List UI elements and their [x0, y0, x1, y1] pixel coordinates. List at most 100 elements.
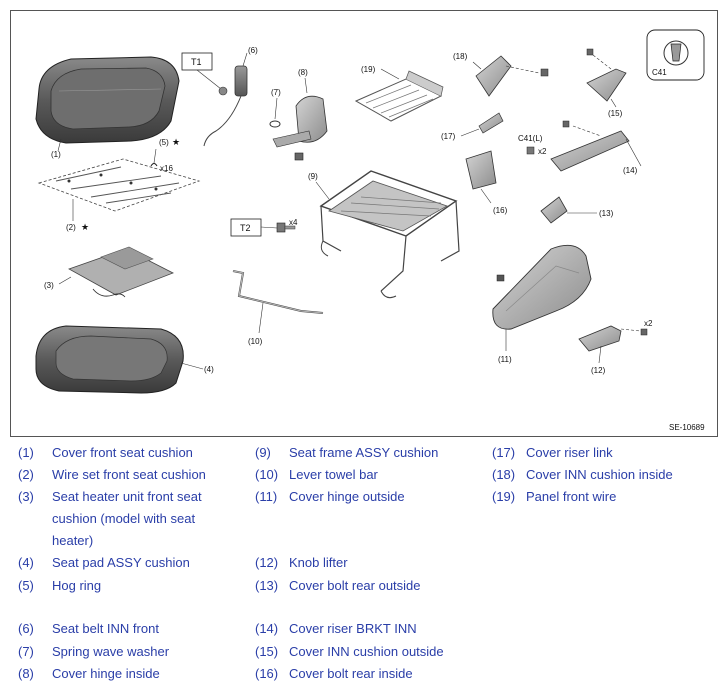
- cover-riser-brkt-inn: [550, 130, 630, 172]
- legend-item-text: Cover bolt rear inside: [289, 666, 413, 681]
- legend-item-text: Cover bolt rear outside: [289, 578, 421, 593]
- seat-frame: [319, 170, 460, 299]
- callout-2: (2): [66, 223, 76, 232]
- seat-pad: [35, 325, 184, 394]
- legend-item-text: Knob lifter: [289, 555, 348, 570]
- screw-icon: [562, 120, 570, 128]
- legend-item-text: Cover hinge outside: [289, 489, 405, 504]
- legend-item-number: (4): [18, 555, 34, 570]
- legend-item-number: (18): [492, 467, 516, 482]
- qty-knob-screw: x2: [644, 319, 653, 328]
- callout-14: (14): [623, 166, 638, 175]
- legend-item-number: (9): [255, 445, 271, 460]
- seat-belt-inner: [203, 65, 248, 147]
- cover-hinge-outside: [492, 244, 592, 330]
- clip-c41-label: C41: [652, 68, 667, 77]
- legend-item-text: Wire set front seat cushion: [52, 467, 206, 482]
- washer-icon: [269, 120, 281, 128]
- clip-icon: [526, 146, 535, 155]
- torque-t2-box: [230, 218, 262, 237]
- parts-legend: (1) Cover front seat cushion (2) Wire set f…: [0, 442, 727, 690]
- qty-clip: x2: [538, 147, 547, 156]
- legend-item-text: Cover INN cushion outside: [289, 644, 444, 659]
- exploded-parts-diagram: (1) (2) ★ (5) ★ x16 (3) (4) T1 (6) (7): [10, 10, 718, 437]
- callout-8: (8): [298, 68, 308, 77]
- legend-item-number: (15): [255, 644, 279, 659]
- callout-10: (10): [248, 337, 263, 346]
- callout-18: (18): [453, 52, 468, 61]
- legend-item-number: (6): [18, 621, 34, 636]
- callout-6: (6): [248, 46, 258, 55]
- legend-item-number: (19): [492, 489, 516, 504]
- screw-icon: [640, 328, 648, 336]
- legend-item-number: (16): [255, 666, 279, 681]
- star-mark-5: ★: [172, 137, 180, 147]
- legend-item-text: Lever towel bar: [289, 467, 378, 482]
- qty-t2-bolts: x4: [289, 218, 298, 227]
- legend-item-text: Seat pad ASSY cushion: [52, 555, 190, 570]
- lever-towel-bar: [232, 270, 324, 314]
- legend-item-number: (2): [18, 467, 34, 482]
- cover-hinge-inside: [272, 95, 328, 148]
- cover-inn-cushion-inside: [475, 55, 512, 97]
- callout-7: (7): [271, 88, 281, 97]
- legend-item-text: Cover riser BRKT INN: [289, 621, 417, 636]
- cover-inn-cushion-outside: [586, 68, 627, 102]
- legend-item-number: (12): [255, 555, 279, 570]
- legend-item-text: Cover INN cushion inside: [526, 467, 673, 482]
- legend-item-text: Panel front wire: [526, 489, 617, 504]
- seat-cushion-cover: [35, 56, 180, 144]
- callout-15: (15): [608, 109, 623, 118]
- torque-t1-label: T1: [191, 57, 202, 67]
- screw-icon: [540, 68, 549, 77]
- legend-item-number: (5): [18, 578, 34, 593]
- callout-19: (19): [361, 65, 376, 74]
- callout-9: (9): [308, 172, 318, 181]
- cover-bolt-rear-inside: [465, 150, 497, 190]
- knob-lifter: [578, 325, 622, 352]
- callout-13: (13): [599, 209, 614, 218]
- legend-item-text: Cover riser link: [526, 445, 613, 460]
- legend-item-number: (14): [255, 621, 279, 636]
- legend-item-number: (17): [492, 445, 516, 460]
- callout-16: (16): [493, 206, 508, 215]
- legend-item-number: (11): [255, 489, 278, 504]
- panel-front-wire: [354, 70, 444, 122]
- bolt-t2-icon: [276, 222, 296, 233]
- legend-item-number: (1): [18, 445, 34, 460]
- legend-item-number: (10): [255, 467, 279, 482]
- hog-ring-icon: [150, 163, 158, 167]
- legend-item-text: Cover hinge inside: [52, 666, 160, 681]
- legend-item-text: Hog ring: [52, 578, 102, 593]
- star-mark-2: ★: [81, 222, 89, 232]
- callout-11: (11): [498, 355, 512, 364]
- legend-item-text: Seat belt INN front: [52, 621, 159, 636]
- screw-icon: [586, 48, 594, 56]
- torque-t2-label: T2: [240, 223, 251, 233]
- callout-12: (12): [591, 366, 606, 375]
- legend-item-text: Seat heater unit front seat cushion (mod…: [52, 489, 202, 548]
- callout-3: (3): [44, 281, 54, 290]
- callout-17: (17): [441, 132, 456, 141]
- diagram-drawing: (1) (2) ★ (5) ★ x16 (3) (4) T1 (6) (7): [35, 29, 705, 432]
- legend-item-text: Cover front seat cushion: [52, 445, 193, 460]
- callout-4: (4): [204, 365, 214, 374]
- legend-item-number: (7): [18, 644, 34, 659]
- bolt-icon: [294, 152, 304, 161]
- legend-item-number: (8): [18, 666, 34, 681]
- clip-c41l-label: C41(L): [518, 134, 543, 143]
- figure-code: SE-10689: [669, 423, 705, 432]
- wire-set: [37, 158, 201, 212]
- legend-item-text: Spring wave washer: [52, 644, 170, 659]
- legend-item-text: Seat frame ASSY cushion: [289, 445, 439, 460]
- bolt-icon: [496, 274, 505, 282]
- cover-riser-link: [478, 112, 504, 134]
- legend-item-number: (3): [18, 489, 34, 504]
- clip-c41-detail: [646, 29, 705, 81]
- seat-heater-unit: [68, 246, 174, 298]
- cover-bolt-rear-outside: [540, 196, 568, 224]
- qty-hog-ring: x16: [160, 164, 173, 173]
- legend-item-number: (13): [255, 578, 279, 593]
- callout-1: (1): [51, 150, 61, 159]
- callout-5: (5): [159, 138, 169, 147]
